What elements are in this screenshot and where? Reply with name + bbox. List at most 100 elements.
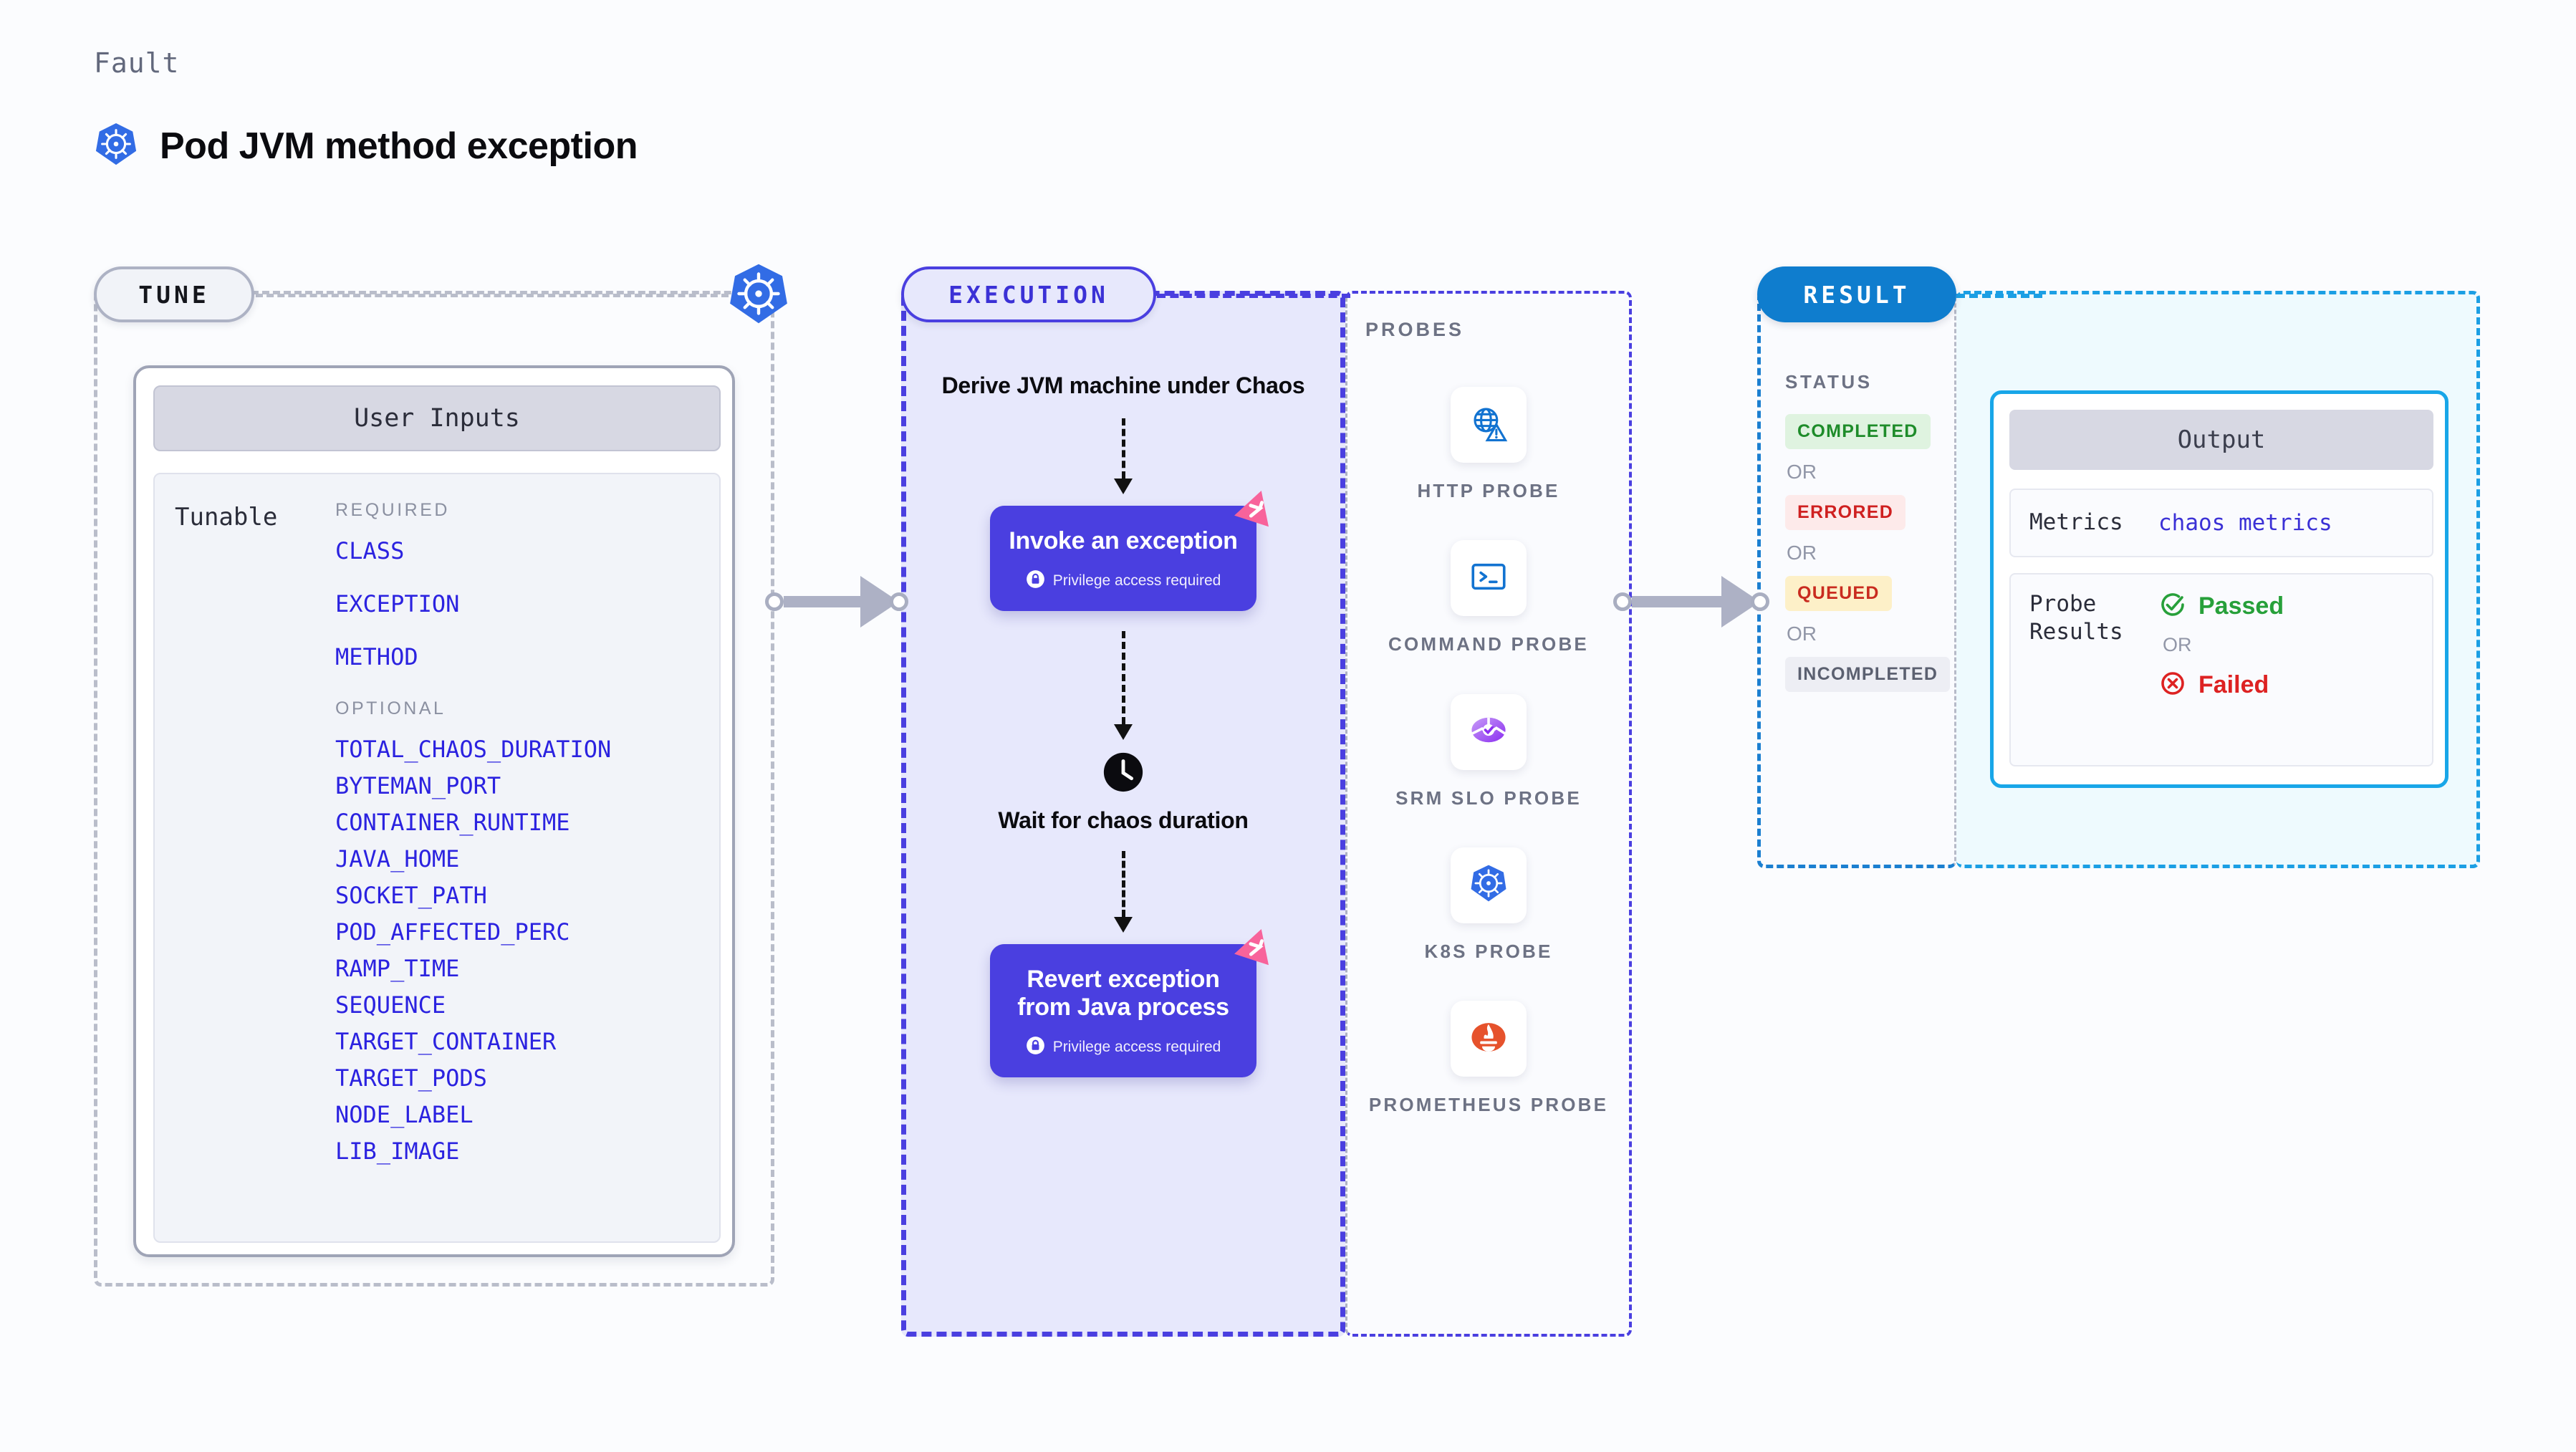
probe-tile (1451, 540, 1527, 617)
litmus-icon (1234, 924, 1278, 968)
tunable-row-label: Tunable (175, 503, 278, 532)
connector-end-dot (890, 592, 908, 611)
result-top-rail (1956, 294, 2042, 298)
parameter-item[interactable]: METHOD (335, 643, 418, 670)
clock-icon (1101, 750, 1145, 794)
user-inputs-card-body: Tunable REQUIRED CLASS EXCEPTION METHOD … (153, 473, 721, 1243)
parameter-item[interactable]: CONTAINER_RUNTIME (335, 809, 570, 836)
optional-parameter-list: TOTAL_CHAOS_DURATION BYTEMAN_PORT CONTAI… (335, 738, 708, 1163)
step-connector-arrow (1114, 630, 1133, 740)
kubernetes-icon (727, 262, 790, 325)
prometheus-icon (1468, 1016, 1509, 1062)
execution-step-invoke-exception[interactable]: Invoke an exception Privilege access req… (990, 490, 1269, 611)
lock-icon (1026, 1036, 1045, 1059)
result-section-label: RESULT (1757, 266, 1956, 322)
status-badge-errored: ERRORED (1785, 495, 1906, 530)
connector-start-dot (765, 592, 784, 611)
probe-item-prometheus[interactable]: PROMETHEUS PROBE (1345, 1001, 1632, 1117)
connector-tune-to-execution (765, 576, 908, 628)
tune-top-rail (256, 294, 729, 297)
probe-label: COMMAND PROBE (1388, 633, 1589, 655)
probe-label: SRM SLO PROBE (1395, 787, 1582, 809)
execution-step-stack: Derive JVM machine under Chaos Invoke an… (901, 372, 1345, 1077)
status-or-label: OR (1787, 542, 1817, 564)
probe-tile (1451, 847, 1527, 923)
privilege-note-text: Privilege access required (1052, 572, 1221, 589)
required-parameter-list: CLASS EXCEPTION METHOD (335, 539, 708, 668)
user-inputs-card: User Inputs Tunable REQUIRED CLASS EXCEP… (133, 365, 735, 1257)
privilege-note: Privilege access required (1026, 569, 1221, 592)
probes-list: HTTP PROBE COMMAND PROBE (1345, 387, 1632, 1155)
status-badge-completed: COMPLETED (1785, 414, 1931, 449)
connector-start-dot (1613, 592, 1632, 611)
probe-passed-label: Passed (2198, 592, 2284, 620)
parameter-item[interactable]: POD_AFFECTED_PERC (335, 918, 570, 946)
probe-item-k8s[interactable]: K8S PROBE (1345, 847, 1632, 963)
page-title-row: Pod JVM method exception (94, 122, 638, 170)
kubernetes-icon (1468, 862, 1509, 908)
required-group-title: REQUIRED (335, 500, 450, 520)
probe-result-options: Passed OR Failed (2158, 590, 2284, 701)
kubernetes-icon (94, 122, 138, 170)
execution-step-revert-exception[interactable]: Revert exception from Java process Privi… (990, 929, 1269, 1077)
tune-section-frame (94, 291, 774, 1287)
parameter-item[interactable]: TARGET_PODS (335, 1064, 487, 1092)
output-card-header: Output (2009, 410, 2433, 470)
probe-label: HTTP PROBE (1417, 480, 1560, 501)
parameter-item[interactable]: BYTEMAN_PORT (335, 772, 501, 799)
lock-icon (1026, 569, 1045, 592)
parameter-item[interactable]: CLASS (335, 537, 405, 564)
probe-item-http[interactable]: HTTP PROBE (1345, 387, 1632, 503)
output-card: Output Metrics chaos metrics Probe Resul… (1990, 390, 2448, 788)
output-probe-results-key: Probe Results (2029, 591, 2123, 645)
output-row-metrics: Metrics chaos metrics (2009, 489, 2433, 557)
execution-step-title: Revert exception from Java process (1017, 966, 1229, 1021)
globe-warning-icon (1468, 403, 1509, 448)
parameter-item[interactable]: JAVA_HOME (335, 845, 460, 872)
x-circle-icon (2158, 669, 2187, 701)
tune-section-label: TUNE (94, 266, 254, 322)
probe-item-command[interactable]: COMMAND PROBE (1345, 540, 1632, 656)
parameter-item[interactable]: SOCKET_PATH (335, 882, 487, 909)
parameter-column: REQUIRED CLASS EXCEPTION METHOD OPTIONAL… (335, 500, 708, 1176)
probe-tile (1451, 1001, 1527, 1077)
status-or-label: OR (1787, 622, 1817, 645)
status-badge-queued: QUEUED (1785, 576, 1892, 611)
probe-label: K8S PROBE (1424, 940, 1553, 962)
parameter-item[interactable]: RAMP_TIME (335, 955, 460, 982)
status-column-title: STATUS (1785, 371, 1873, 393)
probe-label: PROMETHEUS PROBE (1368, 1094, 1609, 1116)
step-connector-arrow (1114, 851, 1133, 933)
execution-section-label: EXECUTION (901, 266, 1156, 322)
status-badge-incompleted: INCOMPLETED (1785, 657, 1951, 692)
parameter-item[interactable]: NODE_LABEL (335, 1101, 474, 1128)
check-circle-icon (2158, 590, 2187, 622)
user-inputs-card-header: User Inputs (153, 385, 721, 451)
probe-result-failed: Failed (2158, 669, 2284, 701)
execution-step-text: Wait for chaos duration (998, 807, 1249, 833)
parameter-item[interactable]: LIB_IMAGE (335, 1138, 460, 1165)
privilege-note: Privilege access required (1026, 1036, 1221, 1059)
connector-probes-to-result (1613, 576, 1769, 628)
probe-item-srm-slo[interactable]: SRM SLO PROBE (1345, 693, 1632, 810)
optional-group-title: OPTIONAL (335, 698, 446, 718)
parameter-item[interactable]: TOTAL_CHAOS_DURATION (335, 736, 612, 763)
probe-tile (1451, 387, 1527, 463)
probe-tile (1451, 693, 1527, 770)
parameter-item[interactable]: EXCEPTION (335, 590, 460, 617)
page-title: Pod JVM method exception (160, 125, 638, 167)
status-or-label: OR (1787, 461, 1817, 483)
srm-slo-icon (1468, 709, 1509, 754)
step-connector-arrow (1114, 418, 1133, 494)
probes-section-title: PROBES (1365, 319, 1465, 340)
litmus-icon (1234, 486, 1278, 530)
status-options-list: COMPLETED OR ERRORED OR QUEUED OR INCOMP… (1785, 414, 1957, 692)
output-metrics-value[interactable]: chaos metrics (2158, 510, 2332, 536)
execution-top-rail (1157, 294, 1350, 298)
execution-step-title: Invoke an exception (1009, 527, 1238, 554)
parameter-item[interactable]: SEQUENCE (335, 991, 446, 1019)
parameter-item[interactable]: TARGET_CONTAINER (335, 1028, 557, 1055)
probes-section-frame (1345, 291, 1632, 1337)
privilege-note-text: Privilege access required (1052, 1038, 1221, 1055)
